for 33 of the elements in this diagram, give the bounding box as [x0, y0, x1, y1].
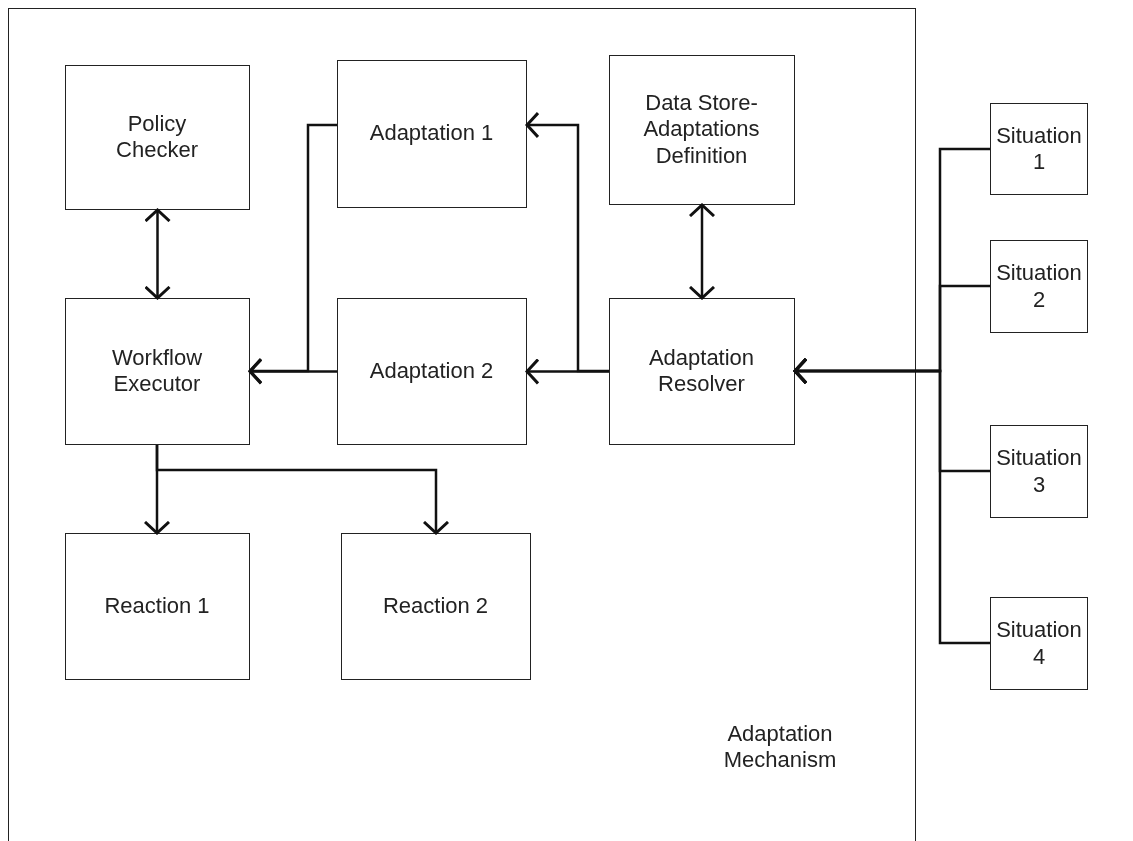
process-box [608, 297, 795, 445]
arrow [248, 123, 337, 385]
process-box [64, 532, 250, 680]
node-label: Situation 2 [995, 260, 1083, 313]
node-label: Reaction 2 [381, 592, 490, 620]
process-box [336, 59, 527, 208]
process-box [336, 297, 527, 445]
process-box [990, 425, 1088, 518]
process-box [608, 54, 795, 205]
node-label: Situation 4 [995, 617, 1083, 670]
node-label: Adaptation Mechanism [722, 721, 838, 774]
node-label: Situation 1 [995, 122, 1083, 176]
arrow [248, 358, 337, 385]
process-box [64, 64, 250, 210]
container-box [8, 8, 916, 841]
arrow [155, 445, 450, 535]
node-label: Adaptation 1 [368, 120, 495, 147]
node-label: Workflow Executor [110, 344, 204, 398]
arrow [793, 357, 990, 645]
process-box [990, 103, 1088, 195]
arrow [144, 208, 171, 300]
arrow [525, 358, 609, 385]
process-box [64, 297, 250, 445]
process-box [990, 240, 1088, 333]
node-label: Situation 3 [995, 445, 1083, 498]
node-label: Data Store-Adaptations Definition [642, 89, 761, 170]
node-label: Reaction 1 [103, 592, 211, 620]
process-box [340, 532, 531, 680]
node-label: Adaptation 2 [368, 357, 495, 385]
node-label: Policy Checker [115, 110, 199, 164]
arrow [688, 203, 716, 300]
process-box [990, 597, 1088, 690]
node-label: Adaptation Resolver [647, 344, 756, 398]
